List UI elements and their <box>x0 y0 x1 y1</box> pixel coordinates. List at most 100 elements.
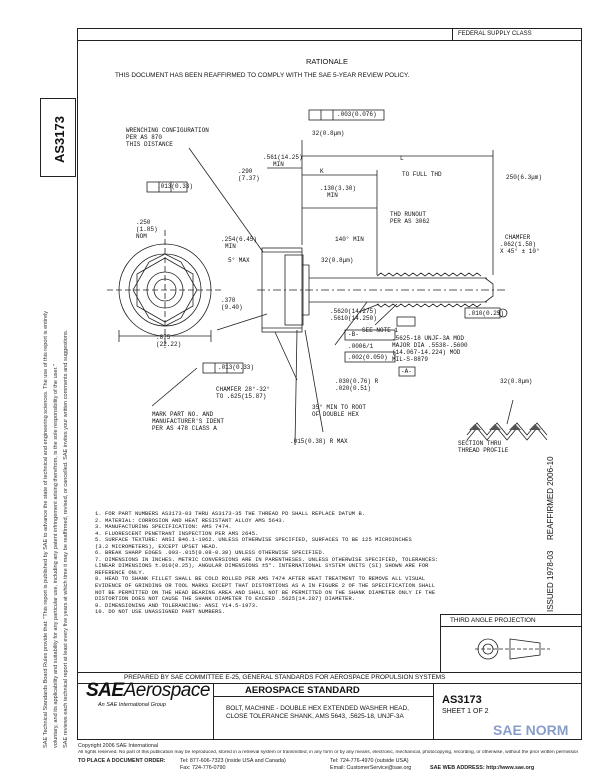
label-wrenching: WRENCHING CONFIGURATION <box>126 127 209 134</box>
projection-symbol <box>475 638 550 660</box>
header-rule <box>77 40 582 41</box>
note-item: 7. DIMENSIONS IN INCHES. METRIC CONVERSI… <box>95 556 439 563</box>
label-mark3: PER AS 478 CLASS A <box>152 425 217 432</box>
dim-d26: -A- <box>401 368 412 375</box>
dim-d11: 250(6.3μm) <box>506 174 543 181</box>
label-mark: MARK PART NO. AND <box>152 411 214 418</box>
note-item: EVIDENCE OF GRINDING OR TOOL MARKS EXCEP… <box>95 583 436 590</box>
title-doc-number: AS3173 <box>442 694 482 706</box>
label-per-as: PER AS 870 <box>126 134 163 141</box>
dim-d27: .875 <box>156 334 171 341</box>
label-thread-spec: .5625-18 UNJF-3A MOD <box>392 335 465 342</box>
footer-web-link[interactable]: SAE WEB ADDRESS: http://www.sae.org <box>430 765 535 771</box>
label-chamfer-ang: X 45° ± 10° <box>500 248 540 255</box>
dim-d14: (1.85) <box>136 226 158 233</box>
standard-title: AEROSPACE STANDARD <box>245 685 360 696</box>
footer-order-label: TO PLACE A DOCUMENT ORDER: <box>78 758 166 764</box>
dim-d8: L <box>400 155 404 162</box>
footer-copyright: Copyright 2006 SAE International <box>78 743 159 749</box>
dim-d32: 32(0.8μm) <box>500 378 533 385</box>
footer-web[interactable]: SAE WEB ADDRESS: http://www.sae.org <box>430 765 534 771</box>
dim-d24: .0006/1 <box>348 343 374 350</box>
label-root-35: 35° MIN TO ROOT <box>312 404 367 411</box>
label-full-thd: TO FULL THD <box>402 171 442 178</box>
note-item: NOT BE PERMITTED ON THE HEAD BEARING ARE… <box>95 589 436 596</box>
side-column-rule-r <box>75 98 76 176</box>
title-block-top <box>77 672 582 673</box>
sae-norm-watermark: SAE NORM <box>493 722 569 738</box>
note-item: 8. HEAD TO SHANK FILLET SHALL BE COLD RO… <box>95 576 426 583</box>
footer-rights: All rights reserved. No part of this pub… <box>78 750 578 755</box>
note-item: 5. SURFACE TEXTURE: ANSI B46.1-1962. UNL… <box>95 537 412 544</box>
label-thd-runout: THD RUNOUT <box>390 211 427 218</box>
logo-aerospace-text: Aerospace <box>123 680 211 701</box>
issued-date: ISSUED 1978-03 <box>546 550 555 612</box>
label-this-distance: THIS DISTANCE <box>126 141 173 148</box>
label-min-140: 140° MIN <box>335 236 364 243</box>
dim-d19: (9.40) <box>221 304 243 311</box>
label-mil-s: MIL-S-8879 <box>392 356 429 363</box>
bolt-drawing <box>107 109 548 446</box>
label-root-35b: OF DOUBLE HEX <box>312 411 359 418</box>
dim-d5: .290 <box>238 168 253 175</box>
projection-top <box>440 614 582 615</box>
note-item: 2. MATERIAL: CORROSION AND HEAT RESISTAN… <box>95 517 286 524</box>
legal-line-1: SAE Technical Standards Board Rules prov… <box>43 310 49 748</box>
sae-aerospace-logo: SAEAerospace <box>86 680 210 702</box>
dim-d21: .5620(14.275) <box>330 308 377 315</box>
dim-d28: (22.22) <box>156 341 182 348</box>
note-item: 6. BREAK SHARP EDGES .003-.015(0.08-0.38… <box>95 550 326 557</box>
dim-d2: 32(0.8μm) <box>312 130 345 137</box>
dim-d22: .5610(14.250) <box>330 315 377 322</box>
dim-d29: .013(0.33) <box>218 364 255 371</box>
logo-sub: An SAE International Group <box>98 702 166 708</box>
dim-d12: .013(0.33) <box>157 183 194 190</box>
dim-d25: .002(0.050) <box>348 354 388 361</box>
sheet-number: SHEET 1 OF 2 <box>442 708 489 715</box>
header-divider <box>452 28 453 40</box>
dim-d20: 32(0.8μm) <box>321 257 354 264</box>
projection-label: THIRD ANGLE PROJECTION <box>450 617 536 624</box>
footer-fax: Fax: 724-776-0790 <box>180 765 226 771</box>
dim-d1: .003(0.076) <box>337 111 377 118</box>
side-column-top <box>40 98 76 99</box>
legal-line-2: voluntary, and its applicability and sui… <box>53 364 59 748</box>
title-block-std-rule <box>213 696 433 697</box>
label-major-dia: MAJOR DIA .5538-.5600 <box>392 342 468 349</box>
label-chamfer-head: CHAMFER 28°-32° <box>216 386 271 393</box>
dim-d30: .030(0.76) R <box>335 378 379 385</box>
legal-line-3: SAE reviews each technical report at lea… <box>63 329 69 748</box>
dim-d15: NOM <box>136 233 147 240</box>
note-item: DISTORTION DOES NOT CAUSE THE SHANK DIAM… <box>95 596 356 603</box>
dim-d6: (7.37) <box>238 175 260 182</box>
rationale-text: THIS DOCUMENT HAS BEEN REAFFIRMED TO COM… <box>115 72 410 79</box>
label-major-dia-mm: (14.067-14.224) MOD <box>392 349 461 356</box>
dim-d10: MIN <box>327 192 338 199</box>
label-section-thd2: THREAD PROFILE <box>458 447 509 454</box>
label-chamfer-val: .062(1.58) <box>500 241 537 248</box>
note-item: 9. DIMENSIONING AND TOLERANCING: ANSI Y1… <box>95 602 259 609</box>
dim-d13: .250 <box>136 219 151 226</box>
side-column-rule-l <box>40 98 41 176</box>
title-block-div-2 <box>433 683 434 740</box>
dim-d16: .254(6.45) <box>221 236 258 243</box>
dim-d4: MIN <box>273 161 284 168</box>
dim-d33: -B- <box>348 331 359 338</box>
label-per-as-3062: PER AS 3062 <box>390 218 430 225</box>
logo-sae-text: SAE <box>86 680 124 701</box>
note-item: (3.2 MICROMETERS), EXCEPT UPSET HEAD. <box>95 543 219 550</box>
doc-desc-2: CLOSE TOLERANCE SHANK, AMS 5643, .5625-1… <box>226 713 404 720</box>
side-column-bottom <box>40 176 76 177</box>
label-mark2: MANUFACTURER'S IDENT <box>152 418 225 425</box>
dim-d18: .370 <box>221 297 236 304</box>
note-item: 3. MANUFACTURING SPECIFICATION: AMS 7474… <box>95 524 232 531</box>
footer-email: Email: CustomerService@sae.org <box>330 765 412 771</box>
doc-desc-1: BOLT, MACHINE - DOUBLE HEX EXTENDED WASH… <box>226 705 409 712</box>
dim-d31: .020(0.51) <box>335 385 372 392</box>
note-item: 1. FOR PART NUMBERS AS3173-03 THRU AS317… <box>95 511 366 517</box>
dim-d3: .561(14.25) <box>263 154 303 161</box>
label-k-max: .015(0.38) R MAX <box>290 438 348 445</box>
note-item: REFERENCE ONLY. <box>95 569 146 576</box>
label-section-thd: SECTION THRU <box>458 440 502 447</box>
title-block-div-1 <box>213 683 214 740</box>
